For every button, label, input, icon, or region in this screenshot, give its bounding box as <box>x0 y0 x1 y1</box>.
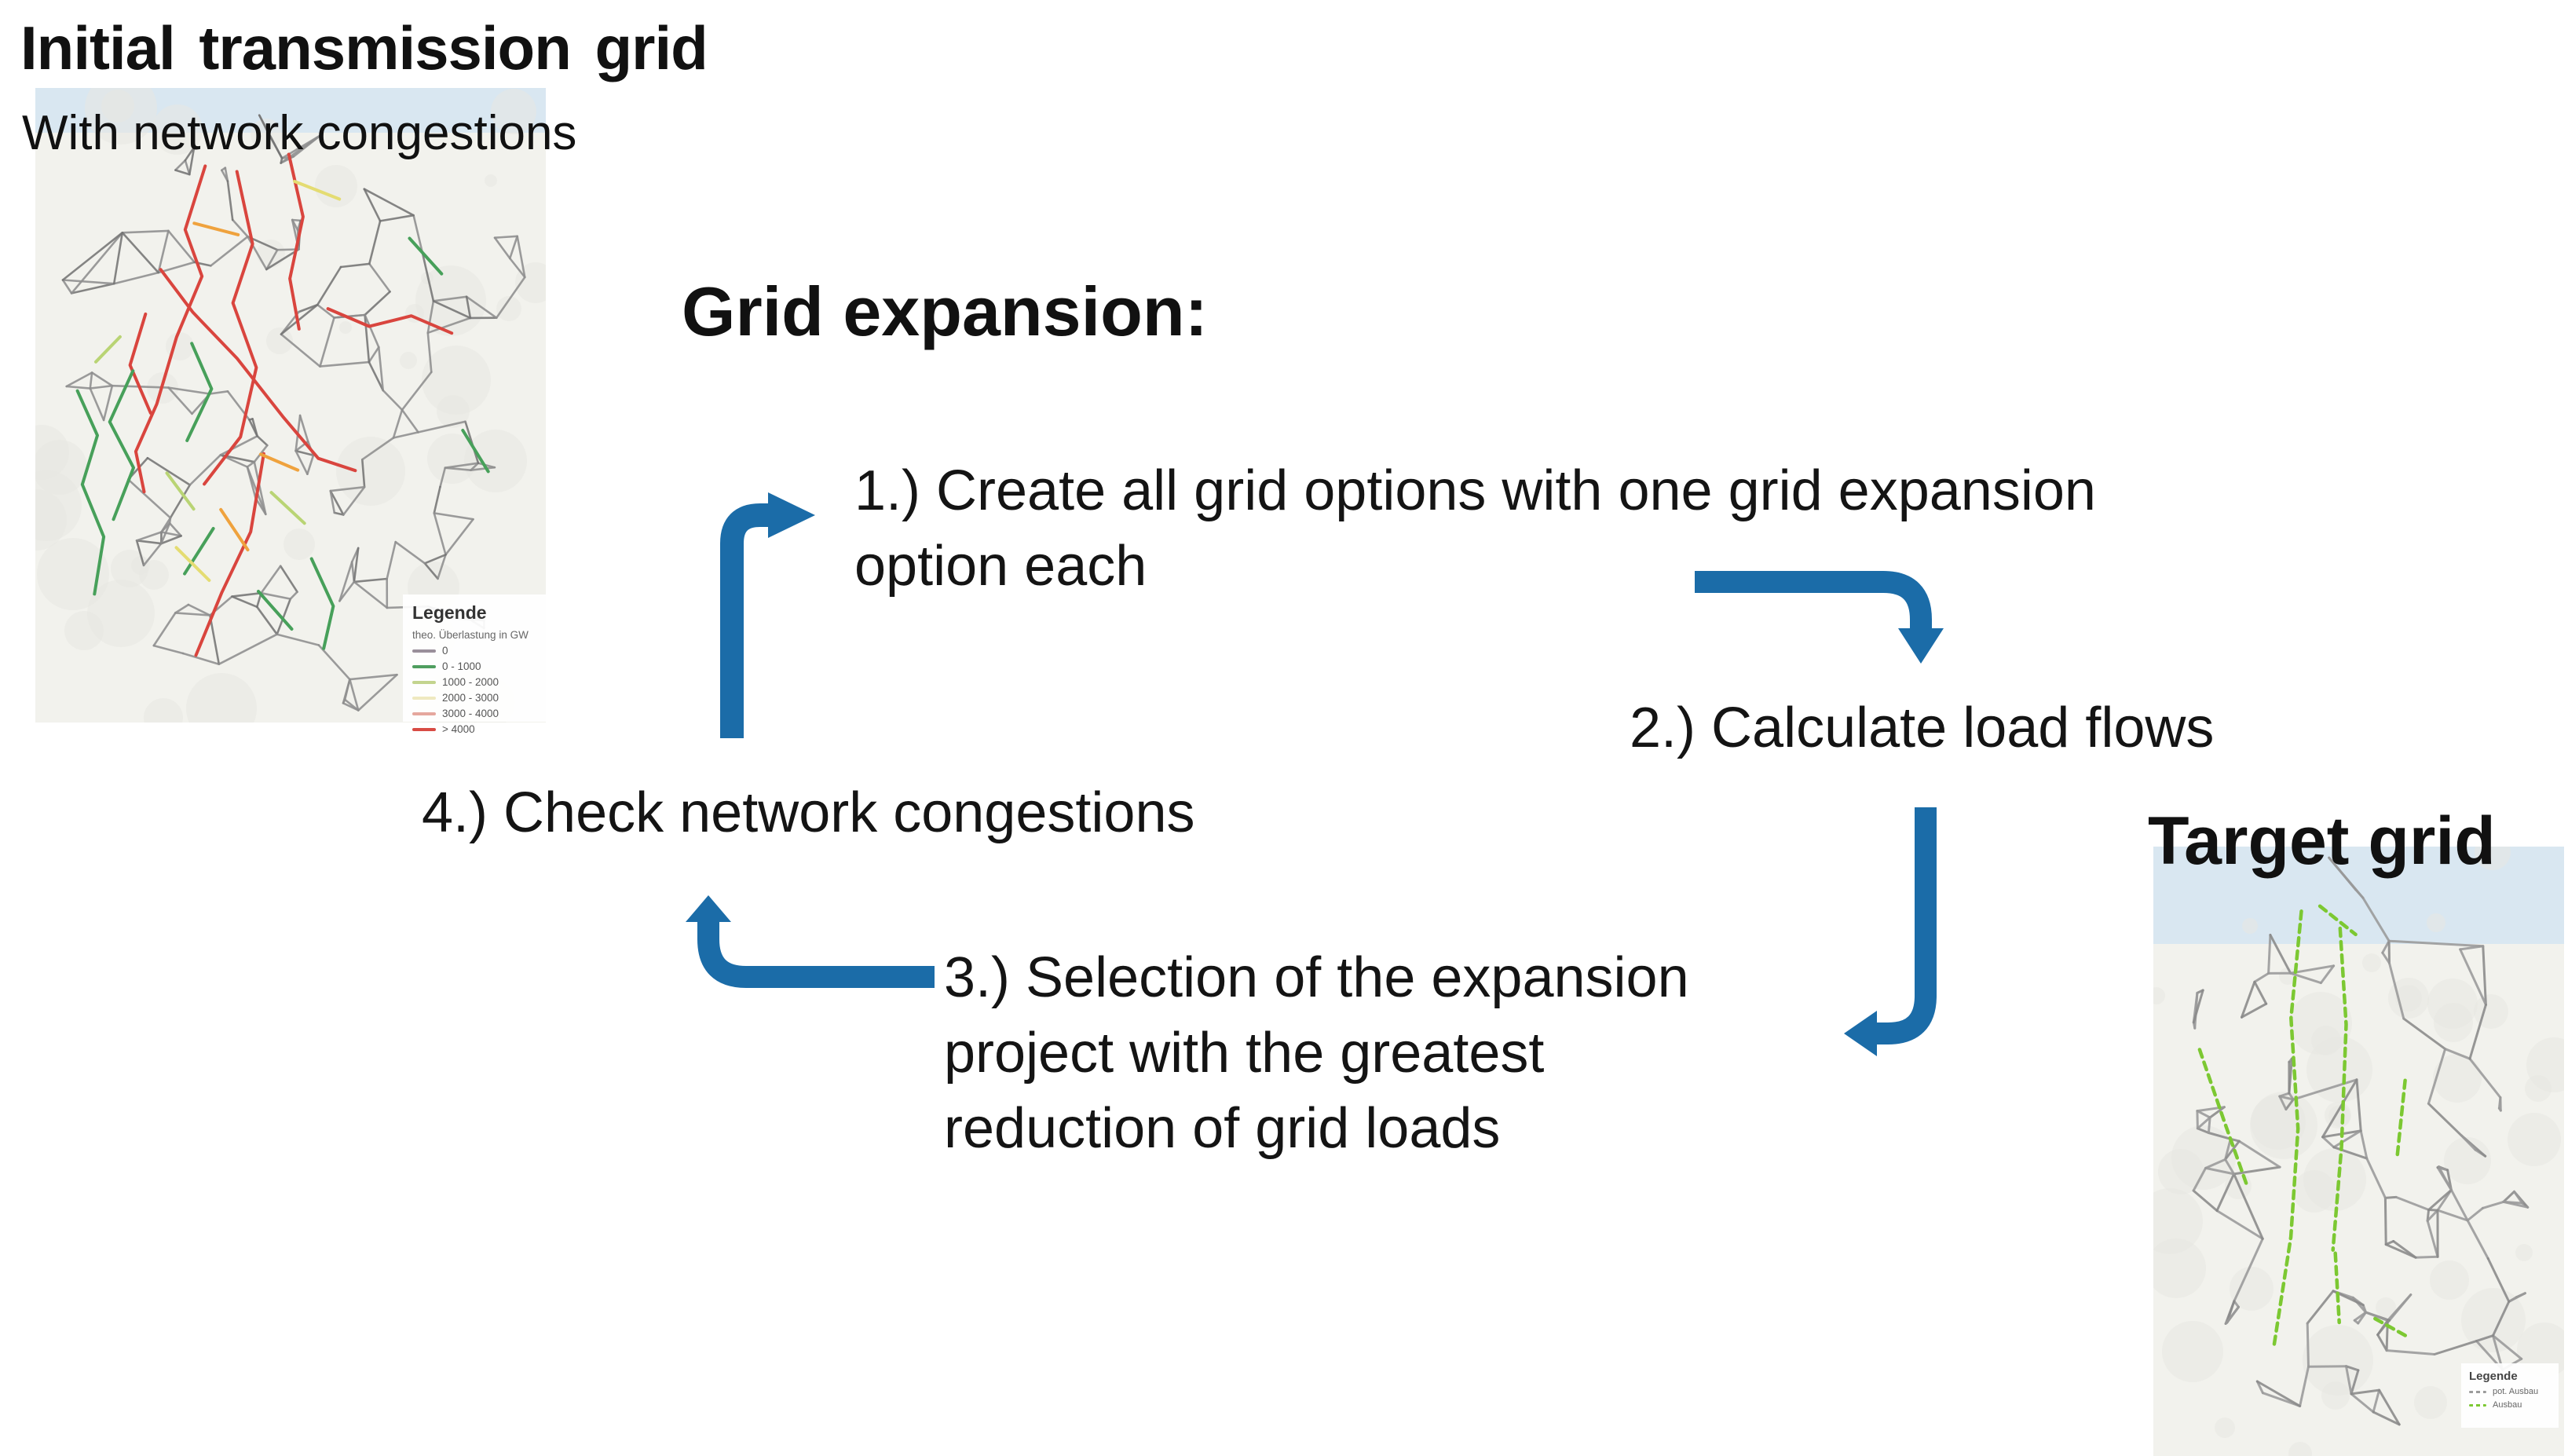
step-1-line-2: option each <box>854 534 1147 598</box>
legend-item-label: Ausbau <box>2493 1400 2522 1410</box>
legend-color-swatch <box>2469 1390 2486 1393</box>
initial-grid-legend: Legende theo. Überlastung in GW 0 0 - 100… <box>403 594 546 735</box>
legend-color-swatch <box>2469 1403 2486 1407</box>
arrow-step2-to-step3 <box>1844 807 1937 1056</box>
initial-grid-title: Initial transmission grid <box>20 13 708 82</box>
legend-subtitle: theo. Überlastung in GW <box>412 629 529 641</box>
legend-item-label: 0 - 1000 <box>442 660 481 672</box>
arrow-step3-to-step4 <box>686 895 935 988</box>
legend-item-label: > 4000 <box>442 723 475 735</box>
initial-grid-subtitle: With network congestions <box>22 106 577 160</box>
step-3-line-1: 3.) Selection of the expansion <box>944 946 1689 1009</box>
grid-expansion-heading: Grid expansion: <box>682 273 1208 350</box>
legend-title: Legende <box>412 602 487 623</box>
legend-item: > 4000 <box>412 723 536 735</box>
legend-item: 2000 - 3000 <box>412 692 536 704</box>
legend-color-swatch <box>412 727 436 731</box>
step-3-line-2: project with the greatest <box>944 1021 1545 1085</box>
legend-item-label: 2000 - 3000 <box>442 692 499 704</box>
target-grid-title: Target grid <box>2148 803 2496 879</box>
step-3-line-3: reduction of grid loads <box>944 1096 1501 1160</box>
legend-item-label: 1000 - 2000 <box>442 676 499 688</box>
legend-item: Ausbau <box>2469 1400 2551 1410</box>
legend-color-swatch <box>412 680 436 684</box>
legend-item: pot. Ausbau <box>2469 1387 2551 1396</box>
step-4-line-1: 4.) Check network congestions <box>422 781 1195 844</box>
legend-items: 0 0 - 1000 1000 - 2000 2000 - 3000 3000 - 40… <box>412 645 536 735</box>
target-grid-network-image <box>2153 847 2564 1456</box>
legend-item: 0 <box>412 645 536 657</box>
legend-color-swatch <box>412 712 436 715</box>
process-step-4: 4.) Check network congestions <box>422 776 1194 851</box>
legend-item: 1000 - 2000 <box>412 676 536 688</box>
process-step-3: 3.) Selection of the expansion project w… <box>944 941 1689 1166</box>
legend-color-swatch <box>412 649 436 653</box>
legend-item: 3000 - 4000 <box>412 708 536 719</box>
legend-item-label: 3000 - 4000 <box>442 708 499 719</box>
initial-grid-map: Legende theo. Überlastung in GW 0 0 - 100… <box>35 88 546 735</box>
legend-color-swatch <box>412 664 436 668</box>
legend-color-swatch <box>412 696 436 700</box>
step-2-line-1: 2.) Calculate load flows <box>1630 697 2215 759</box>
legend-item-label: 0 <box>442 645 448 657</box>
initial-grid-network-image <box>35 88 546 723</box>
process-step-2: 2.) Calculate load flows <box>1630 691 2214 766</box>
arrow-step4-to-step1 <box>720 492 815 738</box>
legend-item-label: pot. Ausbau <box>2493 1387 2539 1396</box>
step-1-line-1: 1.) Create all grid options with one gri… <box>854 459 2096 522</box>
process-step-1: 1.) Create all grid options with one gri… <box>854 454 2096 605</box>
legend-item: 0 - 1000 <box>412 660 536 672</box>
legend-title: Legende <box>2469 1370 2518 1383</box>
